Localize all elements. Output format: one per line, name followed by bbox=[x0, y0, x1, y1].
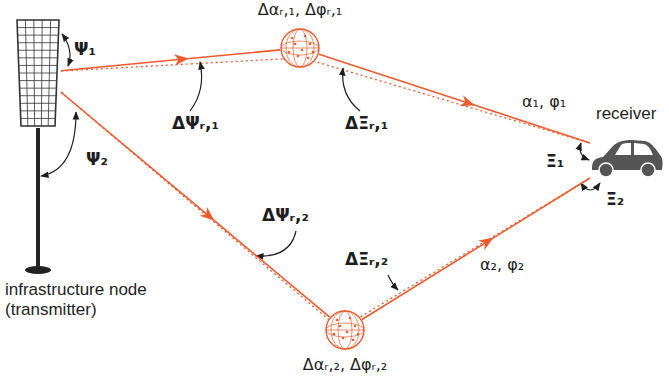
angle-symbol: ΔΞᵣ,₂ bbox=[345, 250, 388, 270]
angle-symbol: Ψ₁ bbox=[74, 40, 96, 60]
angle-symbol: ΔΨᵣ,₁ bbox=[172, 114, 219, 134]
transmitter-antenna: infrastructure node (transmitter) bbox=[15, 18, 61, 128]
pole bbox=[36, 128, 40, 268]
scatterer-sphere bbox=[280, 28, 320, 68]
node-label: receiver bbox=[596, 104, 656, 124]
node-label: Δαᵣ,₂, Δφᵣ,₂ bbox=[303, 356, 387, 374]
receiver-car: receiver bbox=[590, 130, 664, 180]
angle-symbol: Ψ₂ bbox=[86, 150, 108, 170]
node-label: infrastructure node (transmitter) bbox=[5, 280, 180, 319]
scatterer-sphere bbox=[325, 310, 365, 350]
propagation-ray bbox=[362, 178, 590, 319]
scatterer-sphere: Δαᵣ,₁, Δφᵣ,₁ bbox=[280, 28, 320, 68]
angle-symbol: Ξ₂ bbox=[606, 190, 624, 210]
angle-arcs bbox=[41, 34, 600, 290]
propagation-ray bbox=[319, 54, 590, 143]
receiver-car bbox=[590, 130, 664, 180]
angle-symbol: Ξ₁ bbox=[546, 152, 564, 172]
path-parameter-label: α₁, φ₁ bbox=[520, 93, 568, 111]
angle-symbol: ΔΞᵣ,₁ bbox=[345, 114, 388, 134]
pole-base bbox=[25, 266, 51, 274]
path-parameter-label: α₂, φ₂ bbox=[478, 256, 526, 274]
scatterer-sphere: Δαᵣ,₂, Δφᵣ,₂ bbox=[325, 310, 365, 350]
angle-symbol: ΔΨᵣ,₂ bbox=[262, 206, 309, 226]
transmitter-antenna bbox=[15, 18, 61, 128]
node-label: Δαᵣ,₁, Δφᵣ,₁ bbox=[258, 1, 342, 19]
